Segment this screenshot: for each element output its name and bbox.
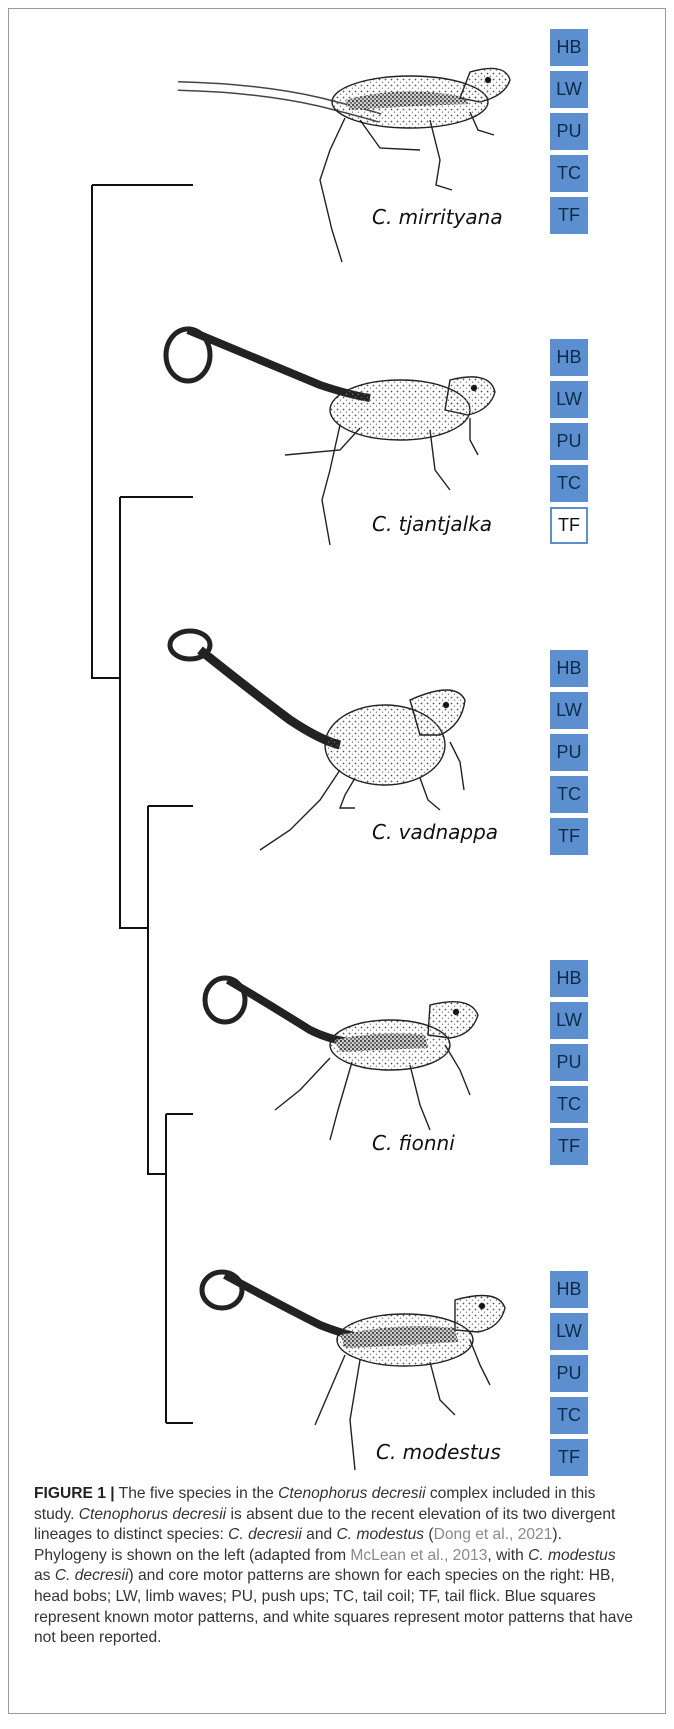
motor-pattern-box-tc: TC [550,1086,588,1123]
motor-pattern-box-pu: PU [550,1044,588,1081]
motor-pattern-box-tc: TC [550,155,588,192]
motor-pattern-box-tc: TC [550,465,588,502]
motor-pattern-box-lw: LW [550,71,588,108]
caption-italic: Ctenophorus decresii [278,1485,425,1502]
motor-pattern-box-tf: TF [550,507,588,544]
caption-italic: C. decresii [228,1526,302,1543]
figure-caption: FIGURE 1 | The five species in the Cteno… [34,1484,634,1649]
lizard-illustration-fionni [205,978,478,1140]
motor-pattern-box-hb: HB [550,650,588,687]
caption-text: ( [424,1526,434,1543]
caption-text: The five species in the [115,1485,279,1502]
tree-branch-node2 [120,497,148,928]
figure-label: FIGURE 1 | [34,1485,115,1502]
caption-italic: C. modestus [528,1547,616,1564]
motor-pattern-box-pu: PU [550,423,588,460]
motor-pattern-box-lw: LW [550,1313,588,1350]
motor-pattern-box-hb: HB [550,339,588,376]
caption-italic: C. modestus [337,1526,425,1543]
motor-pattern-box-lw: LW [550,692,588,729]
motor-pattern-box-tc: TC [550,776,588,813]
species-label-tjantjalka: C. tjantjalka [372,512,492,536]
tree-branch-node3 [148,806,166,1174]
species-label-vadnappa: C. vadnappa [372,820,498,844]
motor-pattern-box-lw: LW [550,1002,588,1039]
tree-branch-root [92,185,120,678]
caption-text: , with [487,1547,528,1564]
phylogeny-tree [92,185,193,1423]
motor-pattern-box-hb: HB [550,960,588,997]
motor-pattern-box-tf: TF [550,1128,588,1165]
reference-link-dong[interactable]: Dong et al., 2021 [434,1526,553,1543]
motor-pattern-box-pu: PU [550,113,588,150]
caption-italic: C. decresii [55,1567,129,1584]
motor-pattern-box-pu: PU [550,734,588,771]
motor-pattern-box-tf: TF [550,818,588,855]
motor-pattern-box-hb: HB [550,29,588,66]
caption-text: as [34,1567,55,1584]
motor-pattern-box-lw: LW [550,381,588,418]
caption-italic: Ctenophorus decresii [79,1506,226,1523]
motor-pattern-box-tc: TC [550,1397,588,1434]
motor-pattern-box-hb: HB [550,1271,588,1308]
lizard-illustration-mirrityana [178,68,510,262]
motor-pattern-box-tf: TF [550,1439,588,1476]
motor-pattern-box-tf: TF [550,197,588,234]
motor-pattern-box-pu: PU [550,1355,588,1392]
species-label-modestus: C. modestus [376,1440,501,1464]
reference-link-mclean[interactable]: McLean et al., 2013 [350,1547,487,1564]
lizard-illustration-vadnappa [170,631,465,850]
caption-text: and [302,1526,337,1543]
species-label-fionni: C. fionni [372,1131,455,1155]
species-label-mirrityana: C. mirrityana [372,205,503,229]
